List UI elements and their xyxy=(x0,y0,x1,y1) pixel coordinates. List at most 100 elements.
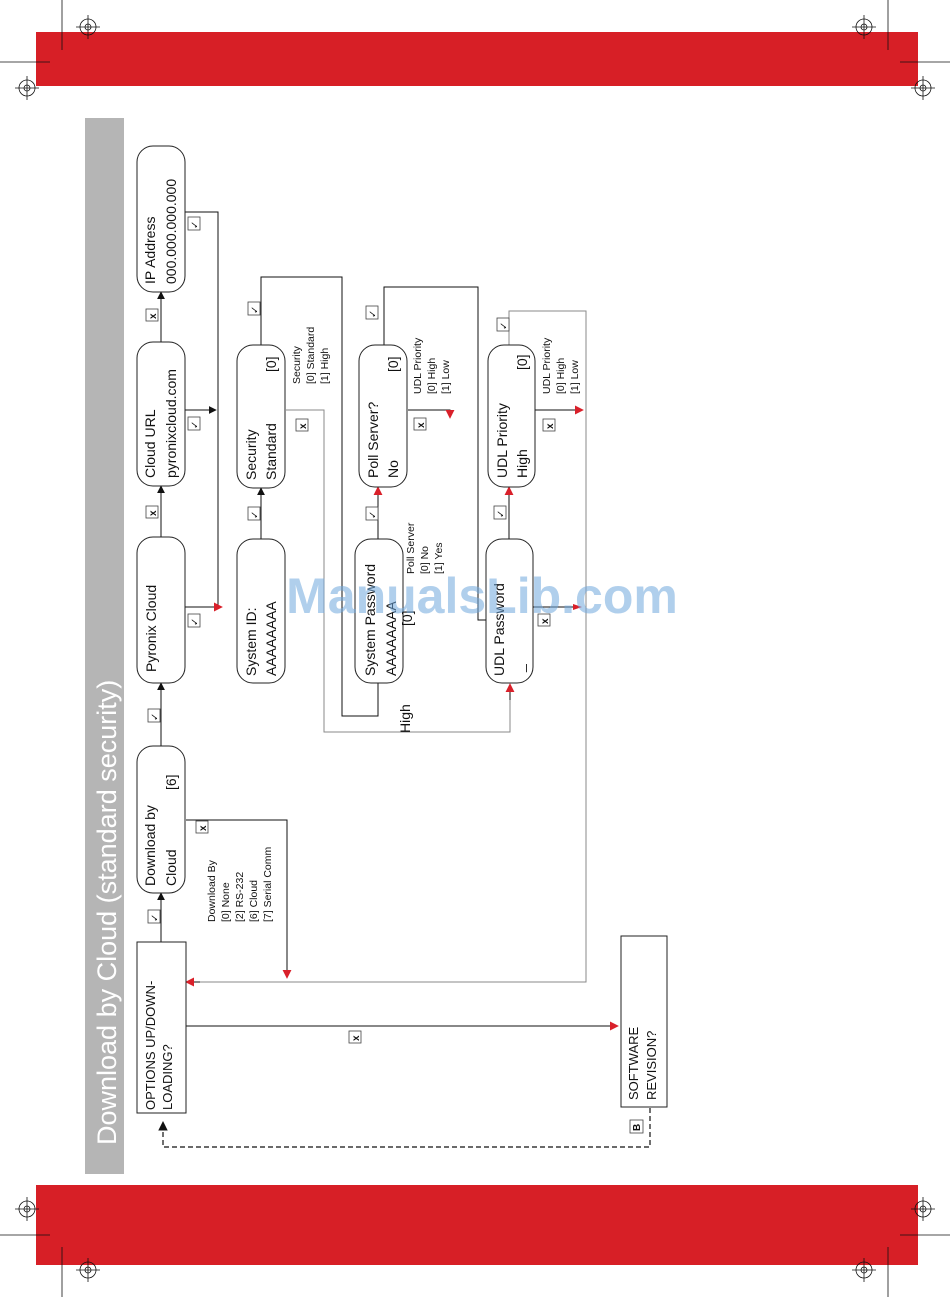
node-line-1: UDL Priority xyxy=(494,403,510,478)
check-icon: ✓ xyxy=(187,613,201,628)
high-label: High xyxy=(397,704,413,733)
node-line-2: LOADING? xyxy=(160,1044,175,1110)
svg-text:x: x xyxy=(351,1035,362,1041)
cross-icon: x xyxy=(537,613,551,627)
node-line-2: Standard xyxy=(263,423,279,480)
node-line-1: System ID: xyxy=(243,608,259,676)
crosshair-icon xyxy=(76,15,100,39)
note-option: [1] Low xyxy=(440,360,452,394)
note-option: [1] Yes xyxy=(433,542,445,574)
crosshair-icon xyxy=(852,1258,876,1282)
note-download-by: Download By [0] None [2] RS-232 [6] Clou… xyxy=(206,846,274,922)
check-icon: ✓ xyxy=(493,505,507,520)
note-option: [0] No xyxy=(419,546,431,574)
node-line-2: No xyxy=(385,460,401,478)
node-line-1: Cloud URL xyxy=(142,409,158,478)
cross-icon: x xyxy=(295,418,309,432)
node-value: [6] xyxy=(163,774,179,790)
note-option: [0] High xyxy=(555,358,567,394)
node-cloud-url: Cloud URL pyronixcloud.com xyxy=(136,341,186,487)
node-software-revision: SOFTWARE REVISION? xyxy=(620,935,668,1108)
note-title: Security xyxy=(291,345,303,384)
top-band xyxy=(36,32,918,86)
title-sidebar xyxy=(85,118,124,1174)
note-option: [1] High xyxy=(319,348,331,384)
node-poll-server: Poll Server? No [0] xyxy=(358,344,408,488)
back-path-dashed xyxy=(158,1108,651,1148)
b-key-icon: B xyxy=(629,1119,644,1134)
cross-icon: x xyxy=(145,505,159,519)
node-line-2: AAAAAAAA xyxy=(383,601,399,676)
watermark: ManualsLib.com xyxy=(286,568,678,624)
note-poll-server: Poll Server [0] No [1] Yes xyxy=(405,522,445,574)
cross-icon: x xyxy=(195,820,209,834)
crosshair-icon xyxy=(911,1197,935,1221)
check-icon: ✓ xyxy=(247,506,261,521)
node-udl-priority: UDL Priority High [0] xyxy=(487,344,536,488)
note-udl-priority: UDL Priority [0] High [1] Low xyxy=(541,337,581,394)
svg-text:x: x xyxy=(540,618,551,624)
node-value: [0] xyxy=(514,354,530,370)
node-line-1: OPTIONS UP/DOWN- xyxy=(143,981,158,1110)
svg-text:✓: ✓ xyxy=(190,221,201,229)
node-line-1: SOFTWARE xyxy=(626,1026,641,1100)
svg-text:x: x xyxy=(148,510,159,516)
node-line-1: Security xyxy=(243,429,259,480)
svg-text:✓: ✓ xyxy=(150,914,161,922)
node-pyronix-cloud: Pyronix Cloud xyxy=(136,536,186,684)
node-value: [0] xyxy=(399,610,415,626)
node-line-2: _ xyxy=(511,664,527,673)
svg-text:x: x xyxy=(416,422,427,428)
connectors xyxy=(157,211,651,1148)
note-option: [6] Cloud xyxy=(248,880,260,922)
node-system-password: System Password AAAAAAAA [0] xyxy=(354,538,415,684)
note-title: Download By xyxy=(206,859,218,922)
crosshair-icon xyxy=(15,76,39,100)
check-icon: ✓ xyxy=(247,301,261,316)
note-option: [2] RS-232 xyxy=(234,872,246,922)
check-icon: ✓ xyxy=(187,416,201,431)
page-title: Download by Cloud (standard security) xyxy=(92,680,122,1145)
note-security: Security [0] Standard [1] High xyxy=(291,327,331,384)
note-option: [0] Standard xyxy=(305,327,317,384)
svg-text:✓: ✓ xyxy=(496,510,507,518)
node-line-1: System Password xyxy=(362,564,378,676)
node-line-1: Pyronix Cloud xyxy=(143,585,159,672)
svg-text:✓: ✓ xyxy=(250,511,261,519)
svg-text:x: x xyxy=(298,423,309,429)
cross-icon: x xyxy=(348,1030,362,1044)
node-line-1: IP Address xyxy=(142,217,158,284)
svg-text:✓: ✓ xyxy=(250,306,261,314)
note-option: [7] Serial Comm xyxy=(262,846,274,922)
check-icon: ✓ xyxy=(365,506,379,521)
svg-text:✓: ✓ xyxy=(190,618,201,626)
svg-text:✓: ✓ xyxy=(499,322,510,330)
node-line-1: Download by xyxy=(142,805,158,886)
crosshair-icon xyxy=(852,15,876,39)
node-line-2: AAAAAAAA xyxy=(263,601,279,676)
svg-text:x: x xyxy=(148,313,159,319)
note-option: [0] High xyxy=(426,358,438,394)
node-line-2: Cloud xyxy=(163,849,179,886)
svg-text:✓: ✓ xyxy=(368,310,379,318)
crosshair-icon xyxy=(911,76,935,100)
node-line-2: 000.000.000.000 xyxy=(163,179,179,284)
cross-icon: x xyxy=(145,308,159,322)
check-icon: ✓ xyxy=(496,317,510,332)
node-line-1: Poll Server? xyxy=(365,402,381,478)
check-icon: ✓ xyxy=(365,305,379,320)
node-system-id: System ID: AAAAAAAA xyxy=(236,538,286,684)
note-title: UDL Priority xyxy=(541,337,553,394)
note-title: Poll Server xyxy=(405,522,417,574)
note-option: [1] Low xyxy=(569,360,581,394)
node-value: [0] xyxy=(385,356,401,372)
node-options-up-downloading: OPTIONS UP/DOWN- LOADING? xyxy=(136,941,187,1114)
svg-text:✓: ✓ xyxy=(190,421,201,429)
node-value: [0] xyxy=(263,356,279,372)
check-icon: ✓ xyxy=(147,909,161,924)
node-download-by-cloud: Download by Cloud [6] xyxy=(136,745,186,894)
cross-icon: x xyxy=(413,417,427,431)
node-line-1: UDL Password xyxy=(491,583,507,676)
